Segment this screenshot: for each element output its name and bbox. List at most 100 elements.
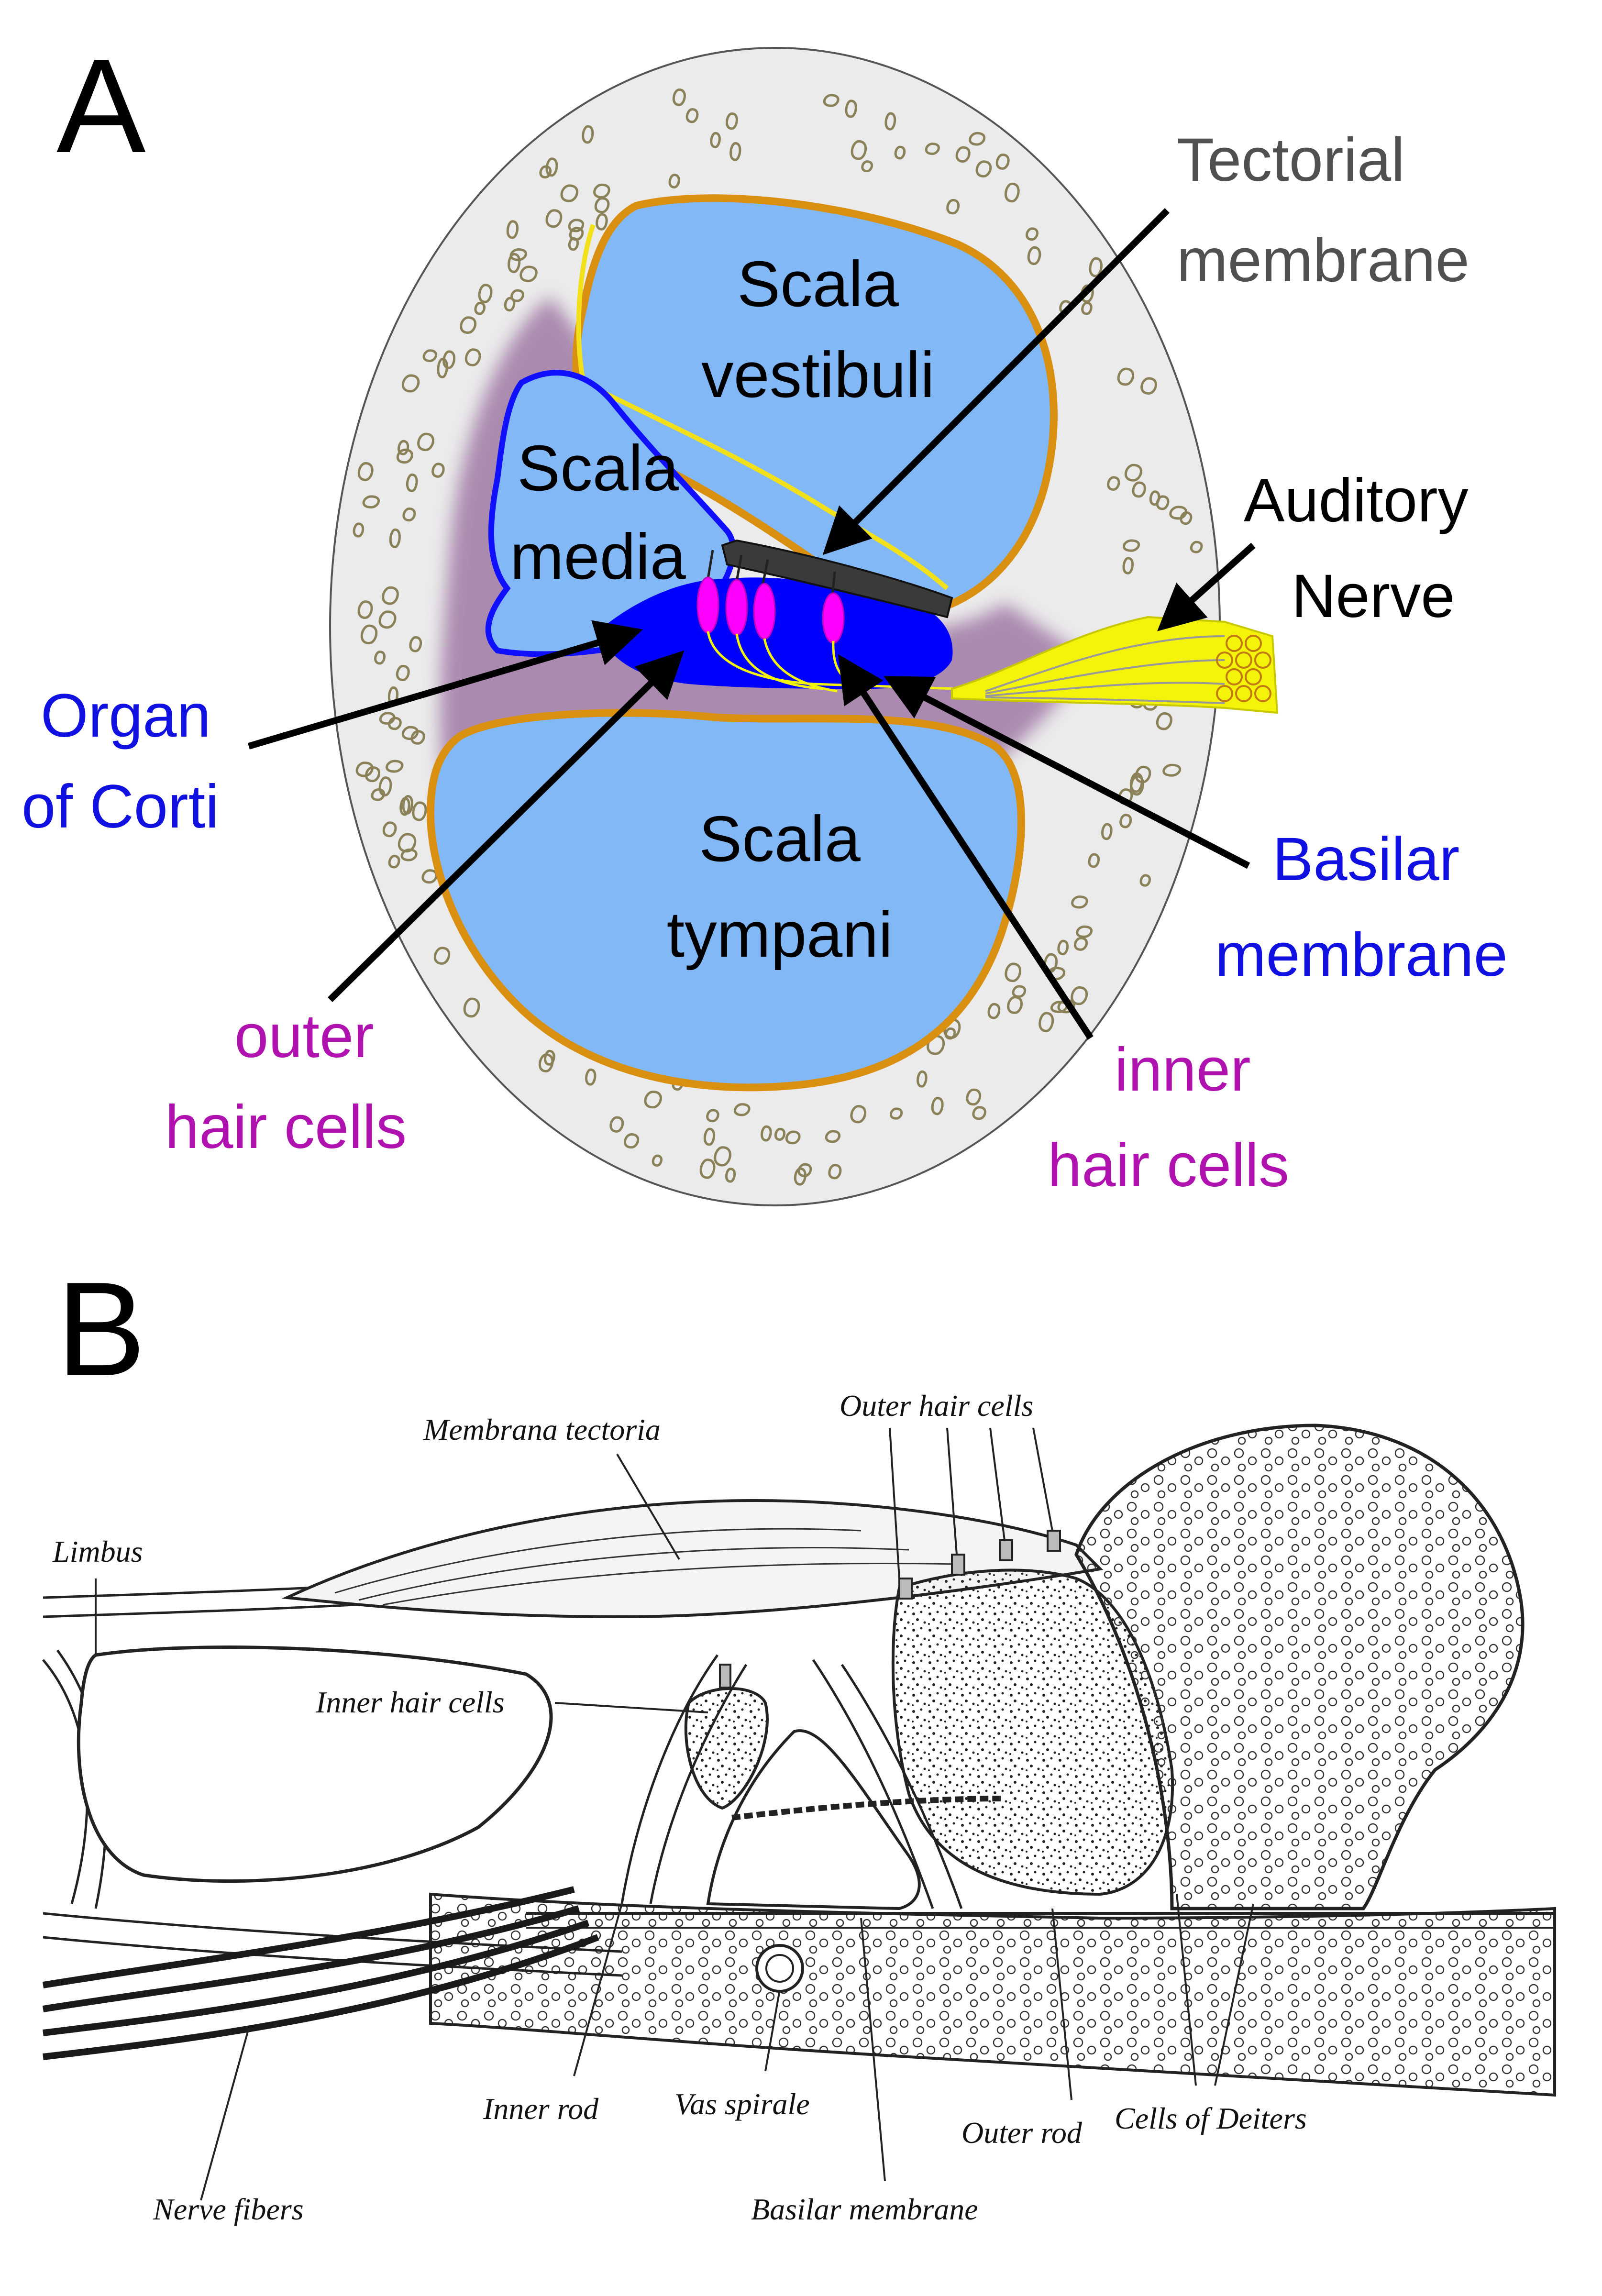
bone-speck xyxy=(1140,377,1157,395)
hensen-cells-mass xyxy=(1074,1424,1525,1910)
bone-speck xyxy=(379,712,396,725)
bone-speck xyxy=(706,1109,719,1123)
label-scala-vestibuli-2: vestibuli xyxy=(701,339,935,411)
bone-speck xyxy=(609,1116,624,1133)
arrow-inner-hair xyxy=(838,654,1094,1040)
bone-speck xyxy=(623,1133,640,1149)
bone-speck xyxy=(433,947,451,965)
outer-hair-cell xyxy=(725,579,748,636)
bone-speck xyxy=(714,1146,731,1167)
nerve-fascicle xyxy=(1226,668,1243,685)
bone-speck xyxy=(401,726,419,740)
bone-speck xyxy=(1117,367,1135,386)
bone-speck xyxy=(593,183,610,199)
bone-speck xyxy=(506,220,519,239)
bone-speck xyxy=(1081,301,1093,315)
bone-speck xyxy=(987,1003,1001,1019)
bone-speck xyxy=(398,833,417,853)
bone-speck xyxy=(417,432,434,452)
bone-speck xyxy=(785,1130,801,1145)
bone-speck xyxy=(410,730,425,745)
arrow-basilar xyxy=(883,676,1250,869)
label-b-outer-rod: Outer rod xyxy=(961,2116,1083,2150)
bone-speck xyxy=(431,463,445,478)
bone-speck xyxy=(539,165,552,179)
bone-speck xyxy=(884,112,896,131)
label-basilar-1: Basilar xyxy=(1272,825,1459,894)
bone-speck xyxy=(596,213,608,231)
bone-speck xyxy=(1071,895,1088,909)
bone-speck xyxy=(357,600,373,619)
bone-speck xyxy=(399,797,410,816)
bone-speck xyxy=(703,1127,716,1146)
bone-speck xyxy=(398,440,409,455)
outer-rod-lines xyxy=(812,1659,963,1909)
reissner-membrane xyxy=(576,224,949,590)
bone-speck xyxy=(975,160,992,177)
label-auditory-2: Nerve xyxy=(1292,562,1455,630)
bone-speck xyxy=(510,289,524,302)
label-b-inner-rod: Inner rod xyxy=(483,2092,599,2126)
label-tectorial-2: membrane xyxy=(1177,226,1469,295)
bone-speck xyxy=(1190,541,1203,553)
bone-speck xyxy=(1119,814,1132,828)
inner-rod-lines xyxy=(620,1654,748,1904)
bone-speck xyxy=(966,1088,982,1106)
nerve-fascicle xyxy=(1254,651,1271,669)
bone-speck xyxy=(931,1097,944,1115)
bone-speck xyxy=(1004,182,1020,203)
bone-speck xyxy=(995,153,1010,170)
bone-speck xyxy=(389,528,401,548)
bone-speck xyxy=(1156,712,1172,730)
bone-speck xyxy=(894,145,906,160)
inner-hair-cell xyxy=(822,592,845,644)
label-outer-hair-1: outer xyxy=(234,1002,374,1071)
bone-speck xyxy=(710,132,721,148)
label-outer-hair-2: hair cells xyxy=(165,1093,407,1161)
bone-speck xyxy=(1076,925,1093,938)
bone-speck xyxy=(972,1106,986,1120)
bone-speck xyxy=(828,1164,842,1180)
bone-speck xyxy=(406,473,418,492)
bone-speck xyxy=(946,199,960,215)
tunnel-of-corti xyxy=(706,1729,921,1910)
bone-speck xyxy=(357,462,374,481)
label-b-nerve-fibers: Nerve fibers xyxy=(153,2192,304,2226)
label-scala-tympani-1: Scala xyxy=(699,803,861,875)
bone-speck xyxy=(652,1154,663,1167)
bone-speck xyxy=(1088,853,1100,868)
nerve-fascicle xyxy=(1235,685,1252,702)
label-leaders xyxy=(95,1427,1254,2201)
panel-a-letter: A xyxy=(56,32,146,181)
bone-speck xyxy=(672,88,686,106)
tectorial-membrane-shape xyxy=(721,539,953,618)
vas-spirale-vessel xyxy=(755,1944,804,1993)
bone-speck xyxy=(478,284,493,303)
bone-speck xyxy=(442,350,455,369)
bone-speck xyxy=(725,1168,736,1183)
arrow-tectorial xyxy=(822,208,1170,555)
label-b-membrana-tectoria: Membrana tectoria xyxy=(423,1413,661,1446)
panel-b-letter: B xyxy=(56,1255,146,1404)
nerve-fascicle xyxy=(1235,651,1252,669)
nerve-fascicles xyxy=(1216,635,1271,702)
outer-hair-cell-cilia xyxy=(719,1530,1061,1689)
label-scala-media-1: Scala xyxy=(517,432,679,504)
bone-speck xyxy=(545,209,563,228)
bone-speck xyxy=(409,636,422,652)
label-basilar-2: membrane xyxy=(1215,921,1508,989)
bone-speck xyxy=(508,253,521,273)
panel-a-diagram: A xyxy=(22,32,1508,1206)
bone-speck xyxy=(668,174,680,188)
bone-speck xyxy=(734,1103,751,1116)
bone-speck xyxy=(823,94,840,107)
bone-speck xyxy=(1129,772,1143,793)
bone-speck xyxy=(1107,476,1120,491)
arrow-outer-hair xyxy=(328,650,685,1002)
bone-speck xyxy=(378,610,397,629)
bone-speck xyxy=(1071,986,1088,1005)
bone-speck xyxy=(685,108,699,123)
bone-speck xyxy=(1089,257,1103,277)
bone-speck xyxy=(890,1107,903,1120)
bone-speck xyxy=(560,184,579,202)
